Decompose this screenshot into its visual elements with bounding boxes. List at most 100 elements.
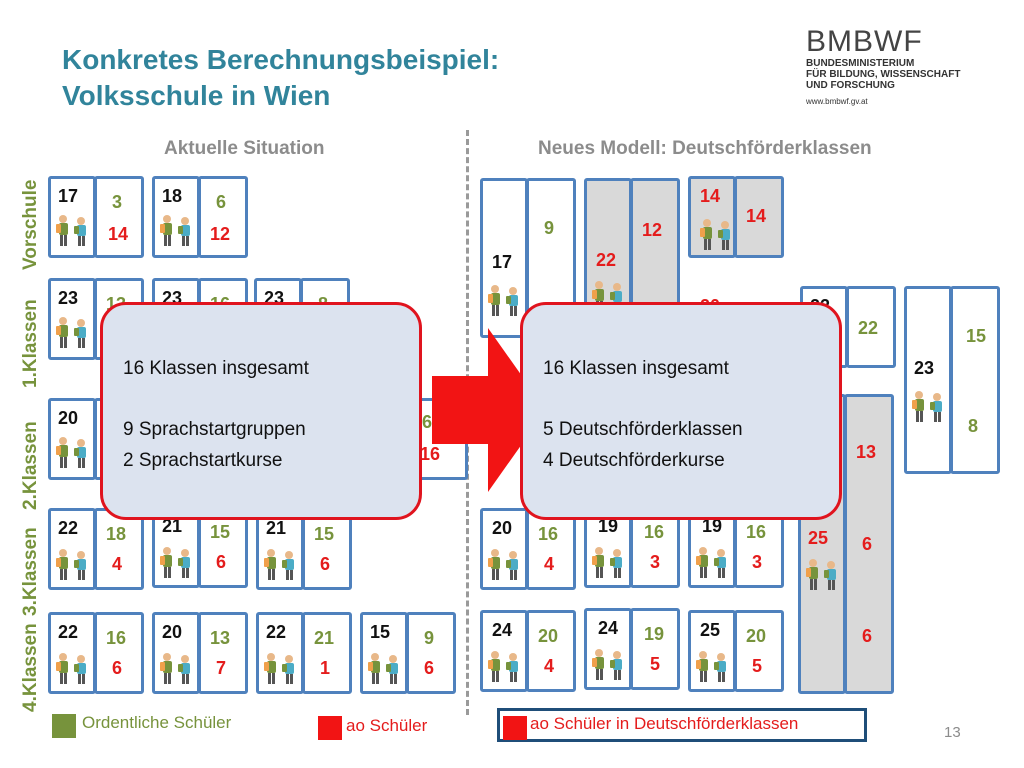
- pupils-icon: [488, 285, 518, 316]
- legend-ao: ao Schüler: [346, 716, 428, 735]
- class-block: 17 3 14: [48, 176, 144, 258]
- regular-count: 15: [210, 522, 231, 542]
- ao-count: 4: [544, 656, 555, 676]
- pupils-icon: [592, 547, 622, 578]
- regular-count: 9: [424, 628, 435, 648]
- class-block: 21 15 6: [256, 508, 352, 590]
- pupils-icon: [56, 653, 86, 684]
- ao-count: 4: [544, 554, 555, 574]
- class-block: 22 21 1: [256, 612, 352, 694]
- class-block: 24 20 4: [480, 610, 576, 692]
- class-block: 17 9: [480, 178, 576, 338]
- class-total: 25: [700, 620, 721, 640]
- regular-count: 21: [314, 628, 335, 648]
- pupils-icon: [696, 547, 726, 578]
- regular-count: 18: [106, 524, 127, 544]
- ao-count: 4: [112, 554, 123, 574]
- pupils-icon: [592, 649, 622, 680]
- popup-right-line-1: 16 Klassen insgesamt: [543, 358, 729, 379]
- legend-swatch-ao-dfk: [503, 716, 527, 740]
- class-total: 17: [58, 186, 79, 206]
- regular-count: 16: [106, 628, 127, 648]
- popup-right-line-3: 4 Deutschförderkurse: [543, 450, 725, 471]
- row-label-1-klassen: 1.Klassen: [20, 299, 41, 388]
- legend-ao-dfk: ao Schüler in Deutschförderklassen: [530, 714, 799, 733]
- class-block: 18 6 12: [152, 176, 248, 258]
- pupils-icon: [160, 653, 190, 684]
- class-total: 22: [58, 518, 79, 538]
- pupils-icon: [264, 549, 294, 580]
- regular-count: 15: [314, 524, 335, 544]
- popup-left-line-1: 16 Klassen insgesamt: [123, 358, 309, 379]
- regular-count: 20: [746, 626, 767, 646]
- popup-new-model: 16 Klassen insgesamt 5 Deutschförderklas…: [520, 302, 842, 520]
- popup-right-line-2: 5 Deutschförderklassen: [543, 419, 743, 440]
- pupils-icon: [696, 651, 726, 682]
- class-total: 14: [700, 186, 721, 206]
- class-total: 22: [266, 622, 287, 642]
- class-total: 17: [492, 252, 513, 272]
- ao-count: 1: [320, 658, 331, 678]
- regular-count: 6: [422, 412, 433, 432]
- class-total: 18: [162, 186, 183, 206]
- left-header: Aktuelle Situation: [164, 138, 325, 159]
- pupils-icon: [160, 215, 190, 246]
- logo-line-1: BUNDESMINISTERIUM: [806, 58, 915, 69]
- regular-count: 20: [538, 626, 559, 646]
- class-block: 20 13 7: [152, 612, 248, 694]
- ao-count: 6: [424, 658, 435, 678]
- regular-count: 13: [210, 628, 231, 648]
- class-total: 19: [702, 516, 723, 536]
- ao-count: 14: [108, 224, 129, 244]
- ao-count: 7: [216, 658, 227, 678]
- regular-count-2: 8: [968, 416, 979, 436]
- pupils-icon: [56, 215, 86, 246]
- row-label-4-klassen: 4.Klassen: [20, 623, 41, 712]
- pupils-icon: [264, 653, 294, 684]
- logo-line-3: UND FORSCHUNG: [806, 80, 895, 91]
- popup-left-line-3: 2 Sprachstartkurse: [123, 450, 283, 471]
- legend-box-ao-dfk: [497, 708, 867, 742]
- regular-count: 15: [966, 326, 987, 346]
- title-line-2: Volksschule in Wien: [62, 80, 331, 111]
- class-total: 19: [598, 516, 619, 536]
- class-total: 20: [162, 622, 183, 642]
- ao-count: 12: [210, 224, 231, 244]
- class-total: 20: [492, 518, 513, 538]
- regular-count: 3: [112, 192, 123, 212]
- slide-title: Konkretes Berechnungsbeispiel: Volksschu…: [62, 42, 662, 114]
- class-block: 20 16 4: [480, 508, 576, 590]
- class-total: 15: [370, 622, 391, 642]
- ao-count: 16: [420, 444, 441, 464]
- arrow-right-icon: [432, 328, 546, 492]
- class-total: 22: [58, 622, 79, 642]
- pupils-icon: [56, 317, 86, 348]
- logo-name: BMBWF: [806, 25, 923, 58]
- ao-count: 5: [752, 656, 763, 676]
- regular-count: 6: [216, 192, 227, 212]
- pupils-icon: [56, 437, 86, 468]
- ao-count: 12: [642, 220, 663, 240]
- class-block: 15 9 6: [360, 612, 456, 694]
- class-block: 22 18 4: [48, 508, 144, 590]
- legend-swatch-ao: [318, 716, 342, 740]
- class-total: 24: [598, 618, 619, 638]
- pupils-icon: [368, 653, 398, 684]
- popup-current-situation: 16 Klassen insgesamt 9 Sprachstartgruppe…: [100, 302, 422, 520]
- class-block: 23 15 8: [904, 286, 1000, 474]
- page-number: 13: [944, 724, 961, 741]
- ao-count: 13: [856, 442, 877, 462]
- row-label-vorschule: Vorschule: [20, 179, 41, 270]
- class-total: 21: [162, 516, 183, 536]
- pupils-icon: [912, 391, 942, 422]
- ao-count: 6: [216, 552, 227, 572]
- pupils-icon: [488, 549, 518, 580]
- row-label-2-klassen: 2.Klassen: [20, 421, 41, 510]
- class-total: 24: [492, 620, 513, 640]
- ao-count: 5: [650, 654, 661, 674]
- legend-swatch-regular: [52, 714, 76, 738]
- regular-count: 16: [746, 522, 767, 542]
- pupils-icon: [160, 547, 190, 578]
- class-total: 22: [596, 250, 617, 270]
- bmbwf-logo: BMBWF BUNDESMINISTERIUM FÜR BILDUNG, WIS…: [806, 26, 1016, 126]
